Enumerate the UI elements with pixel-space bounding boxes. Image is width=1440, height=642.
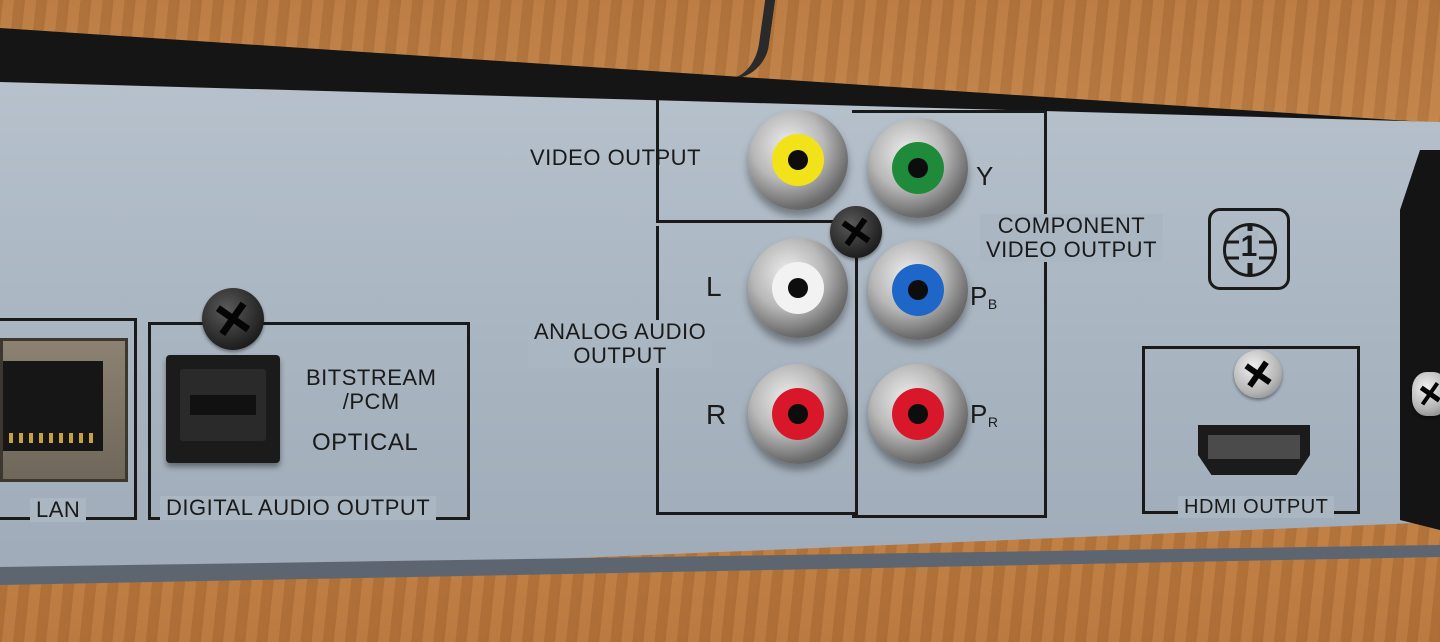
lan-port[interactable] xyxy=(0,338,128,482)
video-jack[interactable] xyxy=(748,110,848,210)
bitstream-label-line1: BITSTREAM xyxy=(306,365,437,390)
component-pb-jack[interactable] xyxy=(868,240,968,340)
audio-right-jack[interactable] xyxy=(748,364,848,464)
side-screw xyxy=(1412,372,1440,416)
lan-port-pins xyxy=(9,433,99,443)
optical-label: OPTICAL xyxy=(312,429,419,456)
component-pr-letter: P xyxy=(970,399,988,429)
hdmi-port-socket xyxy=(1208,435,1300,459)
digital-audio-screw xyxy=(202,288,264,350)
component-pb-letter: P xyxy=(970,281,988,311)
component-pb-label: PB xyxy=(970,282,998,312)
chassis-side xyxy=(1400,150,1440,530)
component-pr-jack-hole xyxy=(908,404,928,424)
component-y-jack[interactable] xyxy=(868,118,968,218)
bitstream-label-line2: /PCM xyxy=(342,389,400,415)
audio-left-label: L xyxy=(706,271,723,302)
hdmi-output-label: HDMI OUTPUT xyxy=(1178,496,1335,518)
center-screw xyxy=(830,206,882,258)
analog-audio-output-line2: OUTPUT xyxy=(573,343,667,369)
audio-left-jack-hole xyxy=(788,278,808,298)
hdmi-port[interactable] xyxy=(1198,425,1310,475)
digital-audio-output-label: DIGITAL AUDIO OUTPUT xyxy=(160,495,437,521)
component-y-jack-hole xyxy=(908,158,928,178)
region-code: 1 xyxy=(1239,230,1259,263)
component-video-box xyxy=(852,110,1047,518)
analog-audio-output-label: ANALOG AUDIO OUTPUT xyxy=(528,319,713,369)
analog-audio-box xyxy=(656,226,858,515)
component-pr-subscript: R xyxy=(987,414,999,430)
component-pb-subscript: B xyxy=(987,296,998,312)
component-pr-jack[interactable] xyxy=(868,364,968,464)
audio-left-jack[interactable] xyxy=(748,238,848,338)
component-y-label: Y xyxy=(976,161,994,191)
optical-port-door xyxy=(180,369,266,441)
optical-port[interactable] xyxy=(166,355,280,463)
component-video-output-line2: VIDEO OUTPUT xyxy=(986,237,1158,263)
video-output-label: VIDEO OUTPUT xyxy=(530,145,702,170)
video-output-box xyxy=(656,100,855,223)
component-pr-label: PR xyxy=(970,400,998,430)
lan-label: LAN xyxy=(30,497,87,523)
video-jack-hole xyxy=(788,150,808,170)
region-logo: 1 xyxy=(1208,208,1290,290)
audio-right-jack-hole xyxy=(788,404,808,424)
bitstream-label: BITSTREAM /PCM xyxy=(306,365,437,415)
audio-right-label: R xyxy=(706,399,727,430)
component-video-output-label: COMPONENT VIDEO OUTPUT xyxy=(980,213,1164,263)
component-video-output-line1: COMPONENT xyxy=(997,213,1146,238)
hdmi-screw xyxy=(1234,350,1282,398)
analog-audio-output-line1: ANALOG AUDIO xyxy=(534,319,707,344)
component-pb-jack-hole xyxy=(908,280,928,300)
